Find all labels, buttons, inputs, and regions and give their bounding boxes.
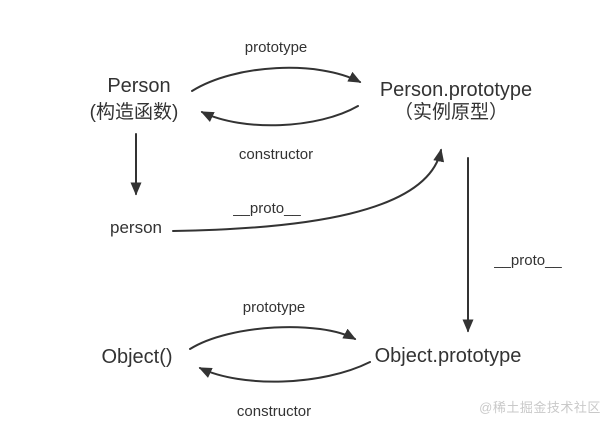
- person-prototype-subtitle: （实例原型）: [393, 102, 509, 123]
- object-prototype-title: Object.prototype: [374, 345, 522, 367]
- person-constructor-subtitle: (构造函数): [89, 102, 179, 123]
- prototype-label-top: prototype: [244, 39, 308, 56]
- person-prototype-title: Person.prototype: [379, 79, 533, 101]
- prototype-arrow-bottom: [189, 326, 357, 350]
- constructor-arrow-top: [200, 105, 359, 127]
- proto-label-instance: __proto__: [233, 200, 301, 217]
- constructor-label-bottom: constructor: [236, 403, 312, 420]
- constructor-arrow-bottom: [198, 361, 371, 383]
- person-instance-label: person: [110, 218, 162, 237]
- constructor-label-top: constructor: [238, 146, 314, 163]
- proto-label-chain: __proto__: [494, 252, 562, 269]
- prototype-arrow-top: [191, 66, 362, 92]
- object-constructor-title: Object(): [101, 346, 173, 368]
- person-constructor-title: Person: [107, 75, 171, 97]
- site-watermark: @稀土掘金技术社区: [479, 400, 601, 415]
- prototype-label-bottom: prototype: [242, 299, 306, 316]
- proto-curve-arrow: [172, 148, 445, 232]
